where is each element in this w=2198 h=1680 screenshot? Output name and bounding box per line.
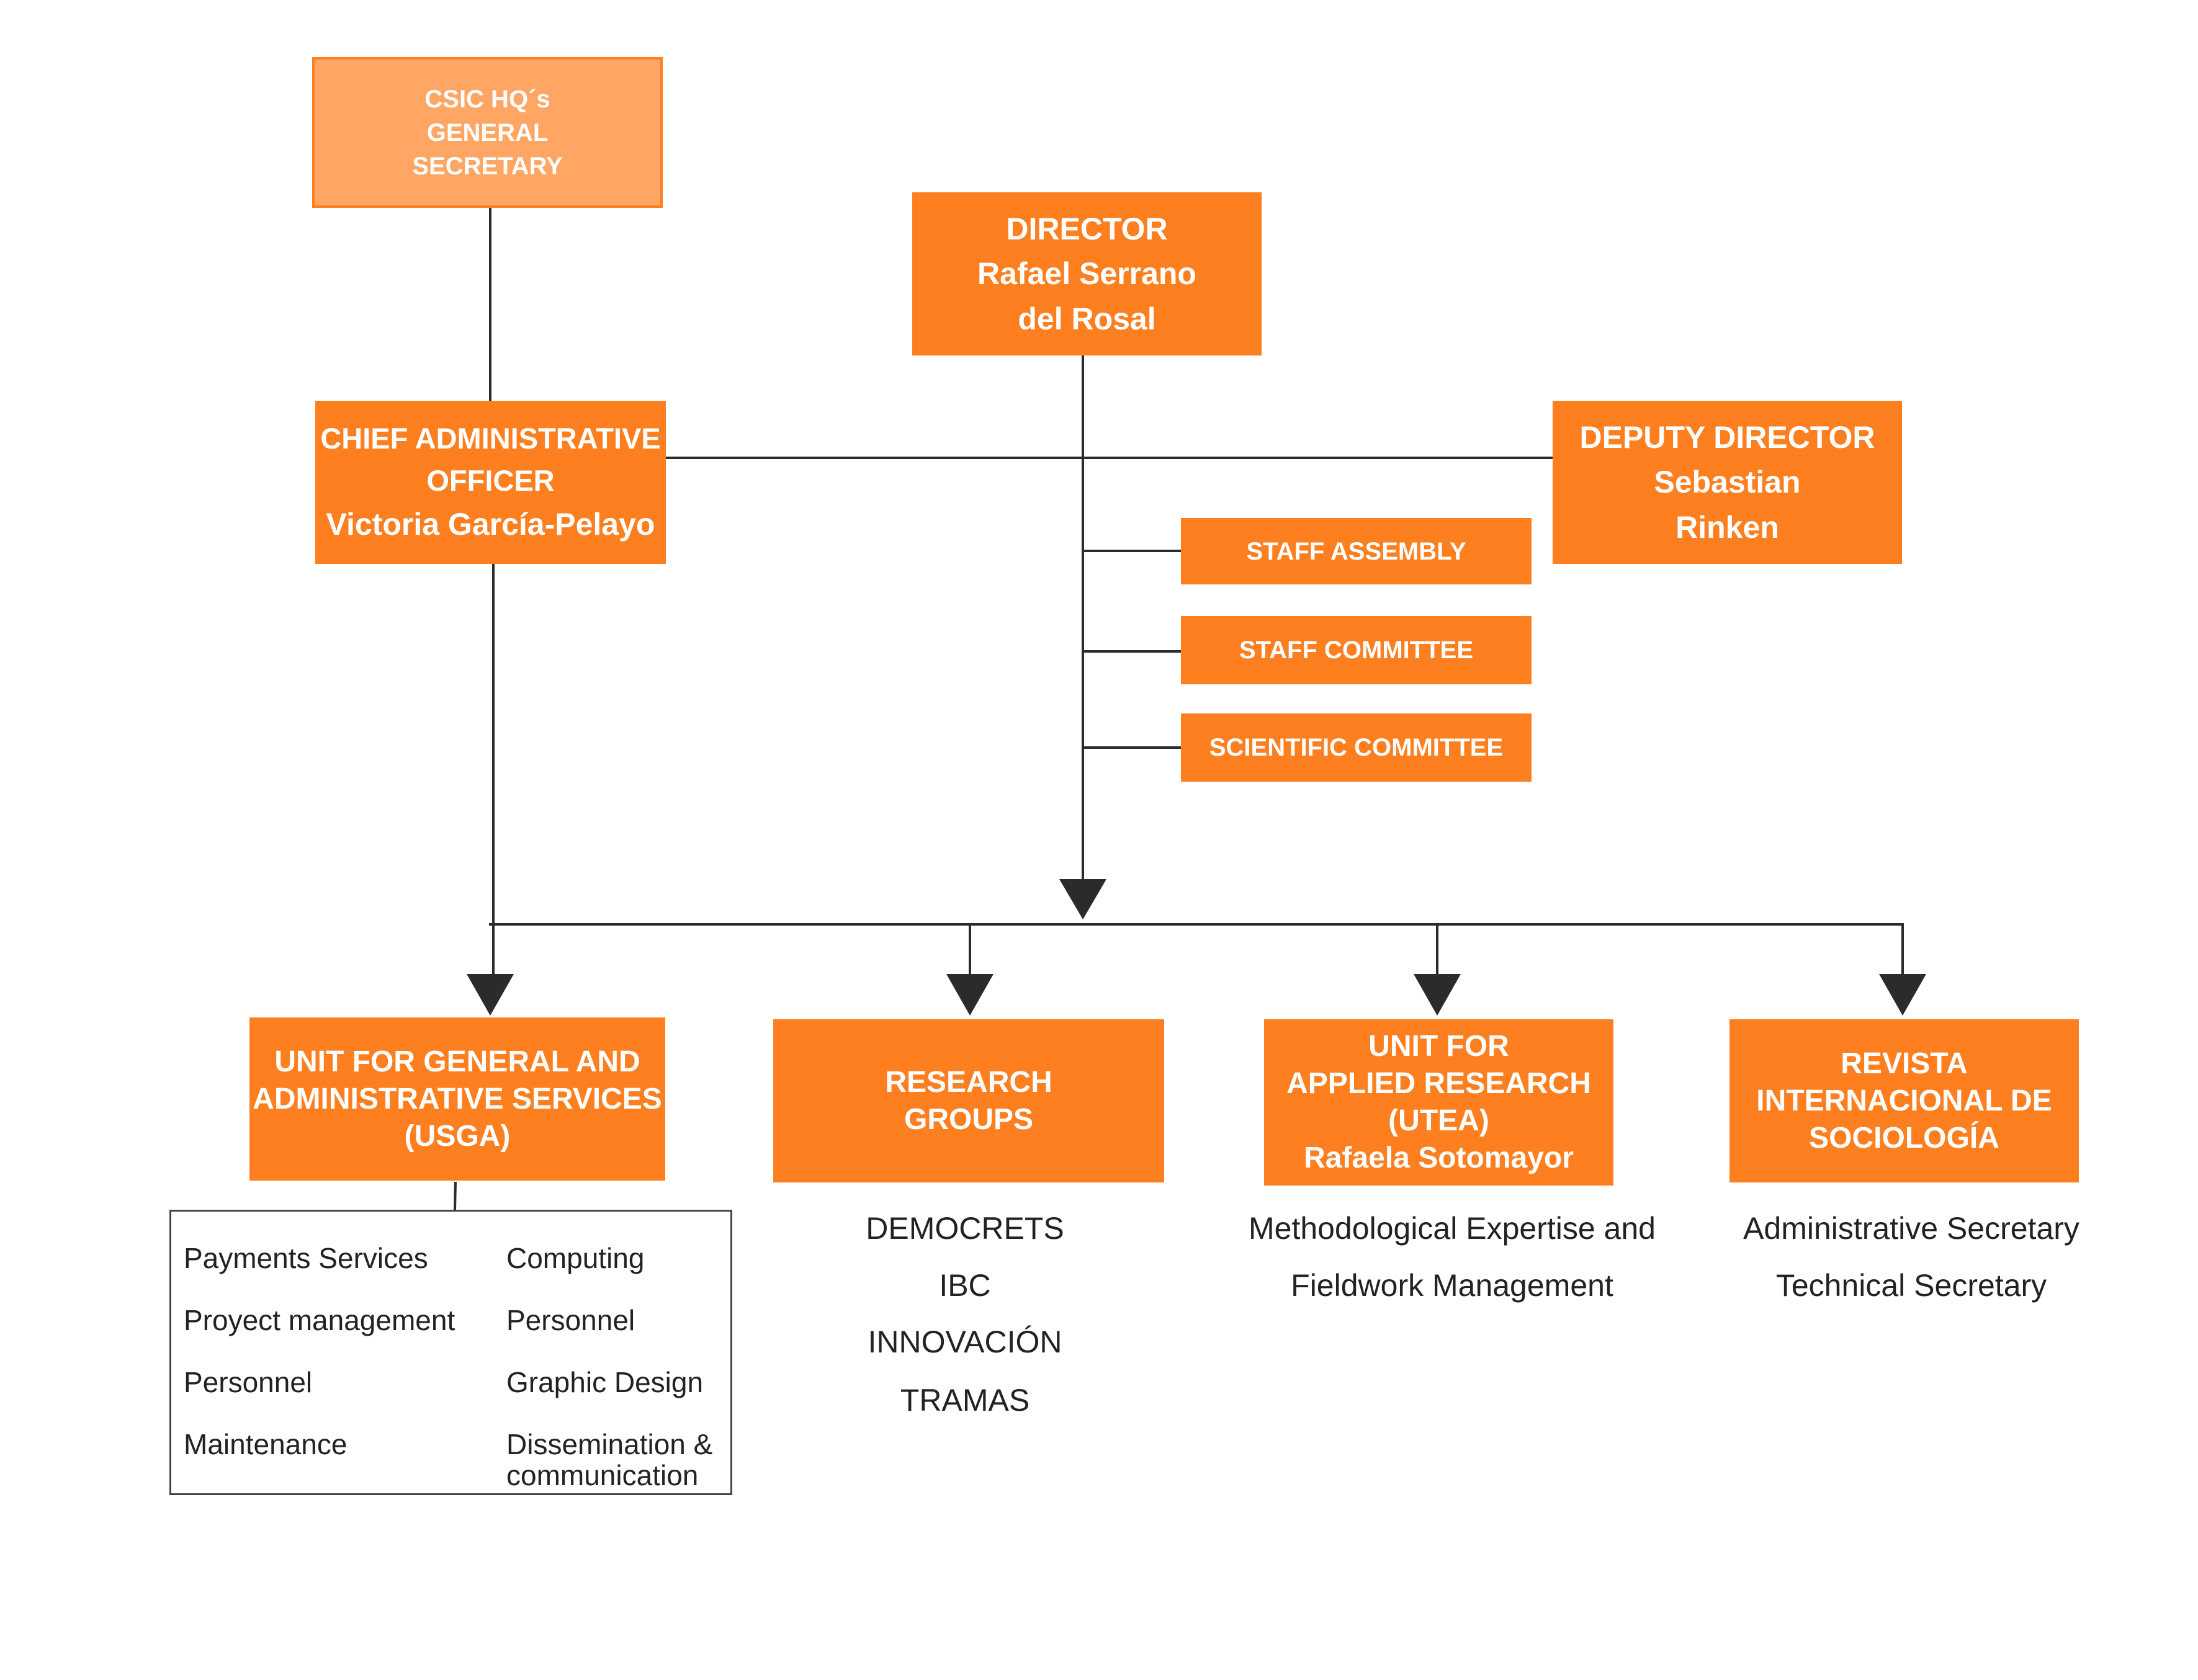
utea-line-3: (UTEA) <box>1388 1104 1489 1137</box>
service-item: communication <box>506 1459 699 1491</box>
service-item: Personnel <box>184 1366 313 1398</box>
director-arrow-icon <box>1059 879 1106 919</box>
deputy-line-2: Sebastian <box>1654 465 1801 500</box>
staff-assembly-box: STAFF ASSEMBLY <box>1181 518 1532 584</box>
usga-line-2: ADMINISTRATIVE SERVICES <box>253 1082 662 1115</box>
staff-committee-label: STAFF COMMITTEE <box>1239 637 1473 664</box>
usga-arrow-icon <box>467 974 514 1016</box>
deputy-line-1: DEPUTY DIRECTOR <box>1579 419 1875 455</box>
director-line-2: Rafael Serrano <box>977 256 1196 292</box>
research-group-item: DEMOCRETS <box>866 1211 1064 1246</box>
scientific-committee-label: SCIENTIFIC COMMITTEE <box>1209 734 1504 761</box>
service-item: Computing <box>506 1242 645 1274</box>
research-group-item: TRAMAS <box>900 1383 1030 1418</box>
cao-line-1: CHIEF ADMINISTRATIVE <box>320 422 661 455</box>
revista-item: Technical Secretary <box>1775 1268 2047 1303</box>
director-line-1: DIRECTOR <box>1006 211 1168 246</box>
hq-line-2: GENERAL <box>426 118 549 146</box>
service-item: Maintenance <box>184 1428 348 1460</box>
revista-arrow-icon <box>1879 974 1926 1016</box>
revista-line-2: INTERNACIONAL DE <box>1756 1084 2052 1117</box>
staff-assembly-label: STAFF ASSEMBLY <box>1246 537 1466 565</box>
service-item: Dissemination & <box>506 1428 713 1460</box>
usga-line-3: (USGA) <box>404 1119 511 1153</box>
director-box: DIRECTOR Rafael Serrano del Rosal <box>912 192 1262 355</box>
utea-box: UNIT FOR APPLIED RESEARCH (UTEA) Rafaela… <box>1264 1019 1613 1186</box>
chief-administrative-officer-box: CHIEF ADMINISTRATIVE OFFICER Victoria Ga… <box>315 401 666 564</box>
service-item: Graphic Design <box>506 1366 704 1398</box>
service-item: Proyect management <box>184 1304 455 1336</box>
utea-line-1: UNIT FOR <box>1368 1030 1509 1063</box>
research-group-item: INNOVACIÓN <box>868 1325 1062 1359</box>
revista-box: REVISTA INTERNACIONAL DE SOCIOLOGÍA <box>1729 1019 2079 1182</box>
service-item: Personnel <box>506 1304 635 1336</box>
revista-line-3: SOCIOLOGÍA <box>1809 1121 1999 1155</box>
deputy-line-3: Rinken <box>1675 509 1779 545</box>
hq-general-secretary-box: CSIC HQ´s GENERAL SECRETARY <box>312 57 663 208</box>
utea-line-2: APPLIED RESEARCH <box>1286 1067 1591 1100</box>
revista-item: Administrative Secretary <box>1743 1211 2079 1246</box>
revista-line-1: REVISTA <box>1841 1047 1968 1080</box>
utea-item: Fieldwork Management <box>1291 1268 1613 1303</box>
cao-line-2: OFFICER <box>426 464 555 498</box>
scientific-committee-box: SCIENTIFIC COMMITTEE <box>1181 713 1532 782</box>
usga-services-list: Payments Services Proyect management Per… <box>169 1210 732 1495</box>
research-groups-box: RESEARCH GROUPS <box>773 1019 1164 1182</box>
research-line-2: GROUPS <box>904 1102 1034 1136</box>
research-group-item: IBC <box>939 1268 991 1303</box>
director-line-3: del Rosal <box>1018 301 1156 336</box>
deputy-director-box: DEPUTY DIRECTOR Sebastian Rinken <box>1553 401 1902 564</box>
research-line-1: RESEARCH <box>885 1065 1052 1099</box>
utea-line-4: Rafaela Sotomayor <box>1304 1142 1574 1174</box>
service-item: Payments Services <box>184 1242 428 1274</box>
hq-line-1: CSIC HQ´s <box>424 85 550 113</box>
staff-committee-box: STAFF COMMITTEE <box>1181 616 1532 684</box>
cao-line-3: Victoria García-Pelayo <box>326 507 655 542</box>
utea-item: Methodological Expertise and <box>1249 1211 1656 1246</box>
utea-arrow-icon <box>1414 974 1461 1016</box>
research-arrow-icon <box>946 974 994 1016</box>
usga-line-1: UNIT FOR GENERAL AND <box>274 1045 640 1078</box>
hq-line-3: SECRETARY <box>412 152 563 180</box>
usga-box: UNIT FOR GENERAL AND ADMINISTRATIVE SERV… <box>249 1017 665 1181</box>
